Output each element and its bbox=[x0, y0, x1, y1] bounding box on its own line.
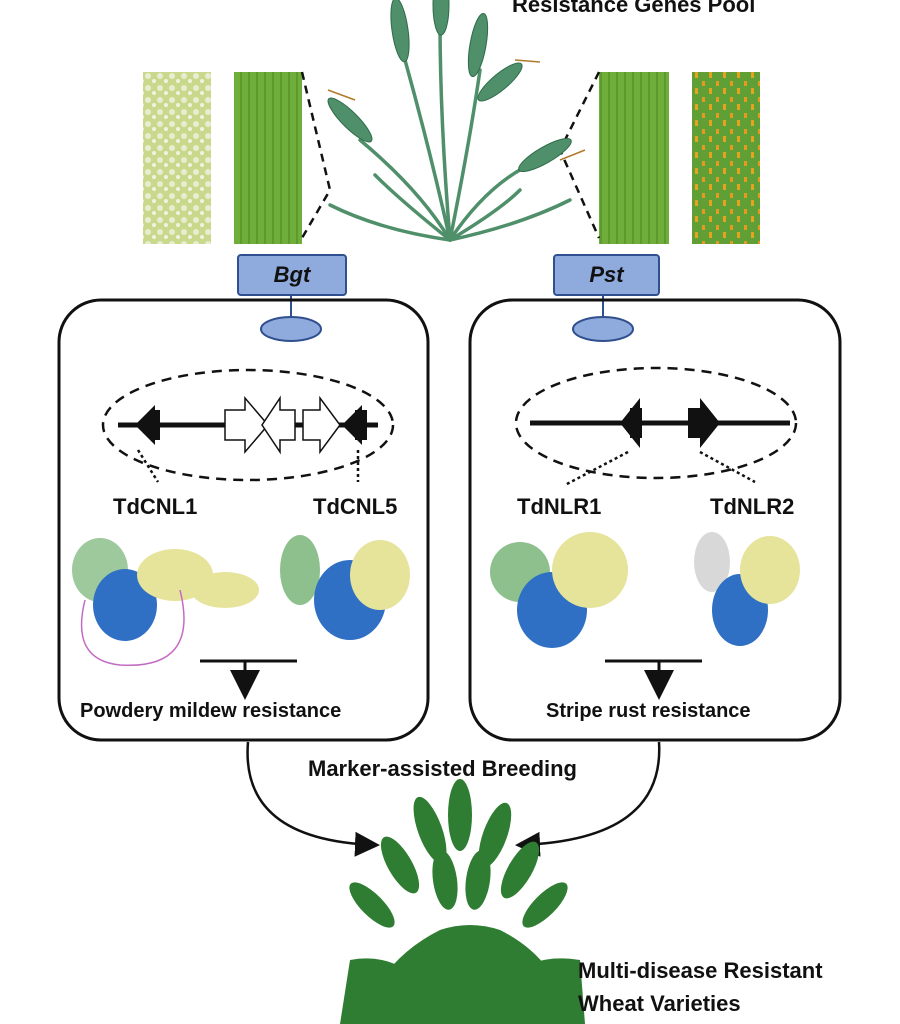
gene-body-tdnlr1 bbox=[630, 408, 642, 438]
gene-label-tdcnl5: TdCNL5 bbox=[313, 494, 398, 519]
bgt-resistance-panel bbox=[57, 298, 430, 742]
gene-label-tdcnl1: TdCNL1 bbox=[113, 494, 198, 519]
gene-arrow-tdnlr2 bbox=[700, 398, 720, 448]
bgt-receptor bbox=[260, 316, 322, 342]
leaf-rust-infected bbox=[692, 72, 760, 244]
protein-structure-tdnlr1 bbox=[490, 532, 628, 648]
pst-receptor bbox=[572, 316, 634, 342]
gene-body-tdnlr2 bbox=[688, 408, 702, 438]
gene-label-tdnlr2: TdNLR2 bbox=[710, 494, 795, 519]
leaf-rust-resistant bbox=[599, 72, 669, 244]
pointer-tdnlr2 bbox=[699, 450, 756, 484]
result-label-line2: Wheat Varieties bbox=[578, 991, 741, 1016]
result-label-line1: Multi-disease Resistant bbox=[578, 958, 823, 983]
wheat-plant-top bbox=[328, 18, 572, 242]
outcome-powdery-mildew: Powdery mildew resistance bbox=[80, 700, 342, 722]
wheat-bundle-bottom bbox=[340, 779, 585, 1024]
outcome-stripe-rust: Stripe rust resistance bbox=[546, 700, 751, 722]
pathogen-tag-pst: Pst bbox=[553, 254, 660, 296]
leaf-mildew-infected bbox=[143, 72, 211, 244]
leaf-mildew-resistant bbox=[234, 72, 302, 244]
callout-line-left bbox=[300, 71, 332, 239]
gene-body-tdcnl1 bbox=[150, 410, 160, 440]
title-resistance-genes-pool: Resistance Genes Pool bbox=[512, 0, 756, 17]
bgt-locus-ellipse bbox=[101, 368, 395, 482]
gene-arrow-white-2 bbox=[261, 395, 296, 455]
breeding-arrow-right bbox=[515, 741, 661, 857]
gene-arrow-white-1 bbox=[224, 395, 269, 455]
pst-resistance-panel bbox=[468, 298, 842, 742]
protein-structure-tdcnl1 bbox=[72, 538, 259, 666]
wheat-awns-top bbox=[327, 59, 586, 161]
pst-locus-ellipse bbox=[514, 366, 798, 480]
marker-assisted-breeding-label: Marker-assisted Breeding bbox=[308, 756, 577, 781]
protein-structure-tdnlr2 bbox=[694, 532, 800, 646]
protein-structure-tdcnl5 bbox=[280, 535, 410, 640]
pathogen-tag-bgt: Bgt bbox=[237, 254, 347, 296]
gene-body-tdcnl5 bbox=[355, 410, 367, 440]
wheat-spikes-top bbox=[327, 0, 572, 173]
gene-label-tdnlr1: TdNLR1 bbox=[517, 494, 602, 519]
callout-line-right bbox=[558, 71, 601, 239]
breeding-arrow-left bbox=[246, 741, 380, 857]
pointer-tdcnl1 bbox=[136, 449, 160, 483]
gene-arrow-white-3 bbox=[302, 395, 341, 455]
